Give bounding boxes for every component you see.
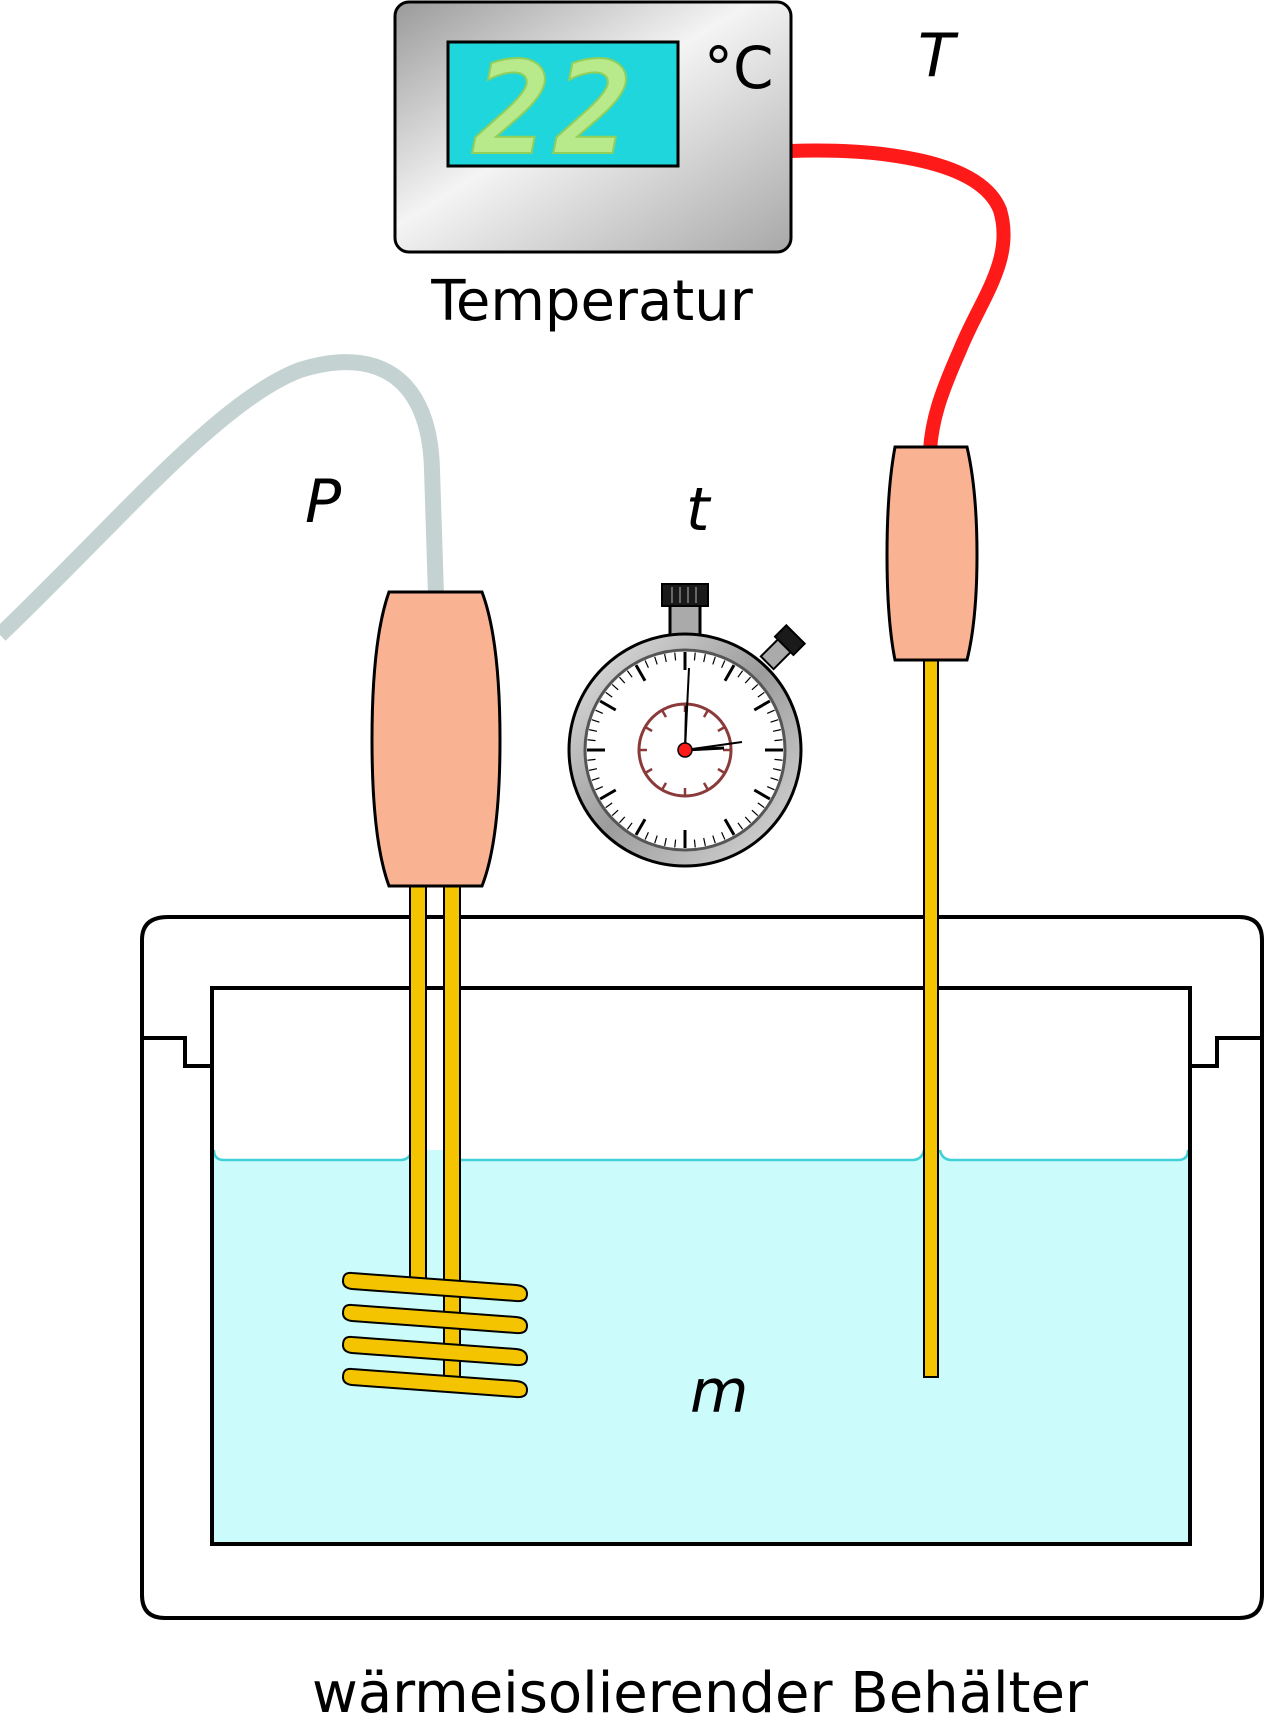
thermometer-display: 22 °C: [393, 0, 793, 254]
stopwatch-tick: [774, 739, 783, 742]
stopwatch-inner-tick: [644, 767, 653, 775]
heater-rod-left: [409, 879, 427, 1281]
stopwatch-tick: [611, 683, 619, 691]
heater-coil: [341, 1335, 529, 1367]
stopwatch-tick: [654, 656, 658, 665]
stopwatch-inner-tick: [717, 725, 726, 733]
insulating-container: [140, 915, 1264, 1620]
stopwatch-tick: [591, 719, 600, 723]
stopwatch-tick: [774, 758, 783, 761]
stopwatch-tick: [753, 788, 771, 801]
heater-rod-right: [443, 879, 461, 1381]
stopwatch-tick: [674, 652, 677, 661]
stopwatch-tick: [744, 676, 752, 684]
stopwatch-tick: [721, 831, 726, 840]
stopwatch-tick: [674, 839, 677, 848]
stopwatch-tick: [605, 691, 613, 698]
display-caption: Temperatur: [430, 269, 753, 334]
symbol-mass: m: [690, 1357, 748, 1427]
stopwatch-tick: [664, 654, 667, 663]
stopwatch-tick: [737, 822, 744, 830]
unit-label: °C: [704, 34, 774, 102]
stopwatch-tick: [723, 818, 736, 836]
stopwatch-tick: [587, 758, 596, 761]
stopwatch-tick: [712, 835, 716, 844]
stopwatch-tick: [772, 768, 781, 771]
stopwatch-tick: [634, 664, 647, 682]
stopwatch-tick: [770, 719, 779, 723]
immersion-heater: [341, 590, 529, 1399]
heater-handle: [370, 590, 502, 888]
heater-cable: [0, 354, 444, 641]
temperature-probe: [885, 445, 979, 1378]
container-caption: wärmeisolierender Behälter: [312, 1661, 1089, 1726]
stopwatch-tick: [757, 691, 765, 698]
stopwatch-inner-tick: [660, 782, 668, 791]
stopwatch-tick: [737, 670, 744, 678]
probe-handle: [885, 445, 979, 662]
stopwatch-tick: [654, 835, 658, 844]
lcd-reading: 22: [472, 35, 636, 184]
symbol-temperature: T: [918, 21, 959, 91]
stopwatch-tick: [751, 683, 759, 691]
stopwatch-tick: [721, 660, 726, 669]
stopwatch-tick: [644, 660, 649, 669]
stopwatch-tick: [766, 786, 775, 791]
heater-coil: [341, 1271, 529, 1303]
stopwatch-tick: [772, 729, 781, 732]
stopwatch-tick: [599, 699, 617, 712]
stopwatch-tick: [664, 837, 667, 846]
stopwatch-tick: [693, 839, 696, 848]
stopwatch-tick: [757, 802, 765, 809]
stopwatch-tick: [618, 676, 626, 684]
stopwatch-tick: [591, 777, 600, 781]
heater-coil: [341, 1303, 529, 1335]
stopwatch-tick: [634, 818, 647, 836]
stopwatch-tick: [744, 816, 752, 824]
stopwatch-inner-tick: [644, 725, 653, 733]
stopwatch-tick: [693, 652, 696, 661]
stopwatch-tick: [599, 788, 617, 801]
stopwatch-tick: [703, 654, 706, 663]
stopwatch-tick: [712, 656, 716, 665]
heater-coil: [341, 1367, 529, 1399]
stopwatch-inner-tick: [660, 709, 668, 718]
stopwatch: [567, 583, 807, 868]
stopwatch-tick: [618, 816, 626, 824]
stopwatch-tick: [605, 802, 613, 809]
stopwatch-tick: [766, 709, 775, 714]
stopwatch-tick: [703, 837, 706, 846]
stopwatch-tick: [595, 709, 604, 714]
probe-rod: [923, 654, 939, 1378]
stopwatch-inner-tick: [702, 709, 710, 718]
lcd-screen: [446, 40, 680, 168]
stopwatch-tick: [589, 768, 598, 771]
stopwatch-tick: [589, 729, 598, 732]
stopwatch-tick: [644, 831, 649, 840]
stopwatch-tick: [753, 699, 771, 712]
stopwatch-tick: [626, 822, 633, 830]
stopwatch-tick: [611, 809, 619, 817]
stopwatch-tick: [770, 777, 779, 781]
stopwatch-tick: [723, 664, 736, 682]
stopwatch-inner-tick: [717, 767, 726, 775]
sensor-cable: [789, 143, 1011, 451]
symbol-power: P: [305, 467, 342, 537]
stopwatch-tick: [626, 670, 633, 678]
stopwatch-tick: [751, 809, 759, 817]
stopwatch-inner-tick: [702, 782, 710, 791]
stopwatch-tick: [587, 739, 596, 742]
symbol-time: t: [686, 475, 712, 545]
stopwatch-tick: [595, 786, 604, 791]
